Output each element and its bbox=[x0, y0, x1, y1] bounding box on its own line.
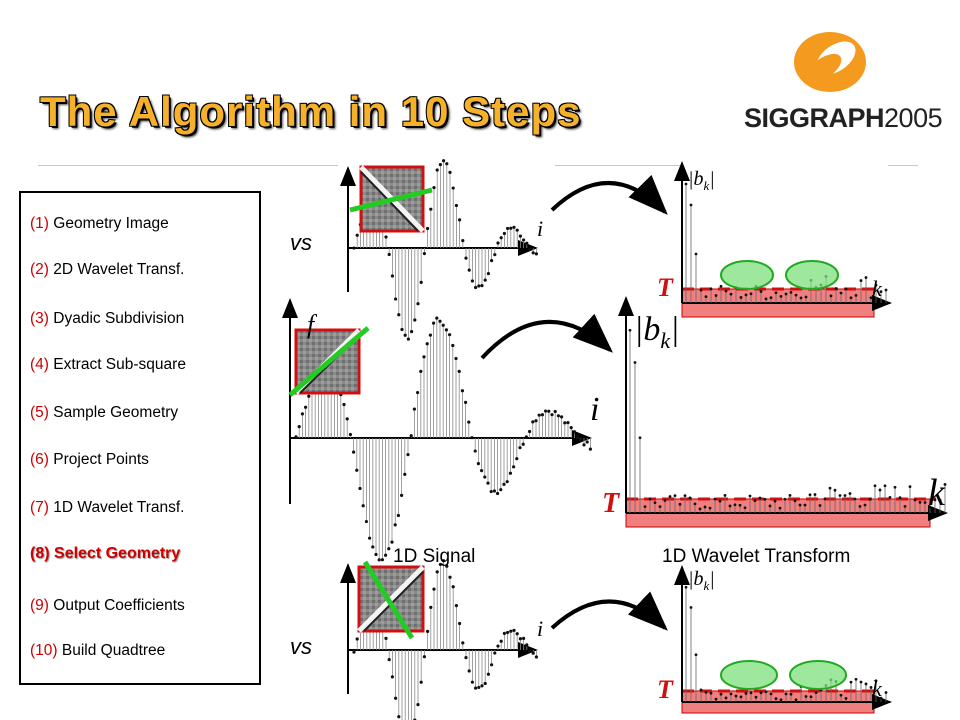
axis-i-bottom: i bbox=[537, 616, 543, 641]
arrow-top bbox=[550, 174, 668, 215]
axis-f-mid: f bbox=[307, 310, 318, 339]
step-1: (1) Geometry Image bbox=[30, 215, 169, 232]
threshold-label-bottom: T bbox=[657, 675, 674, 704]
divider-left bbox=[38, 165, 338, 166]
page-title: The Algorithm in 10 Steps bbox=[40, 88, 582, 135]
axis-bk-mid: |bk| bbox=[634, 311, 679, 353]
geometry-square-bottom bbox=[357, 560, 425, 640]
arrow-mid bbox=[480, 313, 613, 360]
step-9: (9) Output Coefficients bbox=[30, 597, 185, 614]
divider-right bbox=[888, 165, 918, 166]
step-6: (6) Project Points bbox=[30, 451, 149, 468]
axis-k-top: k bbox=[872, 276, 883, 301]
step-7: (7) 1D Wavelet Transf. bbox=[30, 499, 185, 516]
divider-mid bbox=[555, 165, 680, 166]
step-2: (2) 2D Wavelet Transf. bbox=[30, 261, 185, 278]
step-4: (4) Extract Sub-square bbox=[30, 356, 186, 373]
step-10: (10) Build Quadtree bbox=[30, 642, 166, 659]
threshold-label-top: T bbox=[657, 273, 674, 302]
vs-label-top: vs bbox=[290, 230, 312, 255]
step-3: (3) Dyadic Subdivision bbox=[30, 310, 185, 327]
transform-label: 1D Wavelet Transform bbox=[662, 546, 851, 567]
axis-k-bottom: k bbox=[872, 676, 883, 701]
geometry-square-top bbox=[349, 165, 433, 233]
axis-bk-bottom: |bk| bbox=[688, 568, 715, 593]
logo-wordmark: SIGGRAPH2005 bbox=[744, 103, 943, 133]
signal-label: 1D Signal bbox=[393, 546, 476, 567]
svg-text:|bk|: |bk| bbox=[688, 568, 715, 593]
axis-k-mid: k bbox=[928, 472, 946, 514]
wavelet-plot-top bbox=[674, 161, 892, 318]
step-5: (5) Sample Geometry bbox=[30, 404, 179, 421]
wavelet-plot-mid bbox=[618, 296, 948, 528]
steps-panel: (1) Geometry Image (2) 2D Wavelet Transf… bbox=[19, 191, 261, 685]
axis-bk-top: |bk| bbox=[688, 168, 715, 193]
step-8-selected: (8) Select Geometry bbox=[30, 545, 181, 562]
geometry-square-mid bbox=[288, 326, 370, 397]
axis-i-top: i bbox=[537, 216, 543, 241]
vs-label-bottom: vs bbox=[290, 634, 312, 659]
threshold-label-mid: T bbox=[602, 488, 621, 519]
arrow-bottom bbox=[550, 591, 668, 631]
signal-plot-top bbox=[340, 159, 539, 341]
wavelet-plot-bottom bbox=[674, 565, 892, 714]
svg-text:|bk|: |bk| bbox=[634, 311, 679, 353]
signal-plot-mid bbox=[282, 298, 593, 562]
axis-i-mid: i bbox=[590, 391, 599, 428]
svg-text:|bk|: |bk| bbox=[688, 168, 715, 193]
